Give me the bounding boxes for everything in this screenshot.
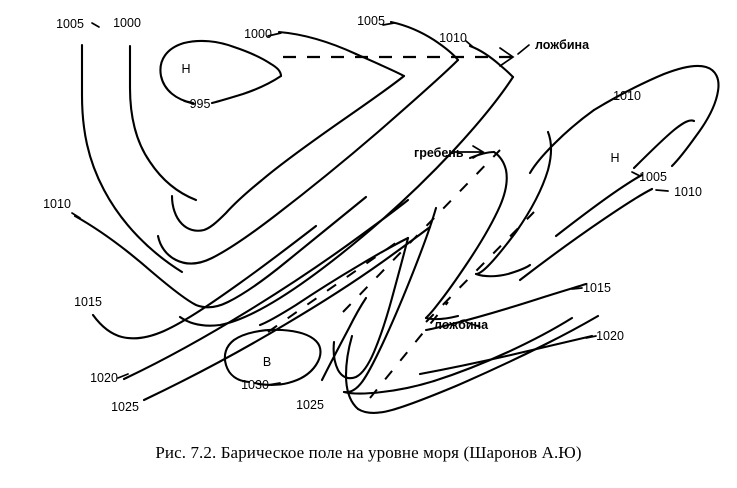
leader-1000-top-trough bbox=[267, 32, 282, 37]
label-1005-top-left: 1005 bbox=[56, 17, 84, 31]
ridge-axis-dashed-right bbox=[425, 211, 535, 323]
label-1010-trough: 1010 bbox=[439, 31, 467, 45]
leader-1010-right-low bbox=[655, 189, 669, 192]
isobar-bottom-deep-u-base bbox=[356, 314, 600, 414]
label-1025-left: 1025 bbox=[111, 400, 139, 414]
pressure-center-high: В bbox=[263, 355, 271, 369]
leader-greben-arrow bbox=[472, 145, 485, 159]
leader-1005-top-right bbox=[382, 22, 395, 26]
leader-lozhbina-top bbox=[517, 44, 530, 55]
label-1010-right-nose: 1010 bbox=[613, 89, 641, 103]
label-1020-right: 1020 bbox=[596, 329, 624, 343]
isobar-1005-left bbox=[80, 43, 184, 274]
isobar-1000-trough bbox=[277, 30, 406, 78]
isobar-1005-trough-lower bbox=[156, 58, 460, 265]
isobar-ridge-outer-base bbox=[474, 263, 532, 278]
label-1020-left: 1020 bbox=[90, 371, 118, 385]
isobar-1020-right-lower bbox=[418, 334, 594, 376]
label-1010-right-low: 1010 bbox=[674, 185, 702, 199]
isobar-1010-left-sweep bbox=[73, 195, 368, 309]
isobar-1010-right-nose bbox=[592, 64, 720, 168]
isobar-1000-trough-lower bbox=[170, 74, 406, 232]
isobar-1005-right-inner bbox=[632, 119, 696, 170]
label-1015-left: 1015 bbox=[74, 295, 102, 309]
isobar-central-lower-loop-base bbox=[342, 379, 436, 395]
isobar-1005-right-lower bbox=[554, 173, 644, 238]
leader-1005-top-left bbox=[91, 22, 100, 28]
leader-995 bbox=[183, 100, 195, 105]
leader-1020-right bbox=[585, 335, 597, 339]
label-1000-top-left: 1000 bbox=[113, 16, 141, 30]
leader-1015-right bbox=[571, 287, 583, 290]
leader-1030 bbox=[267, 382, 281, 386]
pressure-center-low-left: Н bbox=[181, 62, 190, 76]
isobar-bottom-deep-u-left bbox=[344, 334, 360, 411]
label-1010-left: 1010 bbox=[43, 197, 71, 211]
isobar-1005-trough bbox=[389, 20, 460, 62]
pressure-center-low-right: Н bbox=[610, 151, 619, 165]
trough-axis-arrowhead bbox=[499, 47, 515, 67]
label-1015-right: 1015 bbox=[583, 281, 611, 295]
isobar-contour-map: 1005 1000 1000 1005 1010 995 1010 1005 1… bbox=[43, 14, 720, 414]
label-995: 995 bbox=[190, 97, 211, 111]
isobar-1020-left-diagonal bbox=[122, 198, 410, 381]
isobar-1000-left bbox=[128, 44, 198, 202]
isobar-central-lower-loop bbox=[342, 206, 438, 394]
label-1025-center: 1025 bbox=[296, 398, 324, 412]
label-1005-right: 1005 bbox=[639, 170, 667, 184]
isobar-995-tail bbox=[210, 74, 283, 105]
isobar-1010-right-lower bbox=[518, 187, 654, 282]
isobar-1015-left-hook bbox=[91, 224, 318, 340]
leader-1010-right-nose bbox=[603, 98, 614, 105]
label-1005-trough: 1005 bbox=[357, 14, 385, 28]
isobar-1015-right-lower bbox=[446, 282, 588, 327]
label-1000-trough: 1000 bbox=[244, 27, 272, 41]
isobar-ridge-outer bbox=[474, 130, 553, 276]
leader-1020-left bbox=[117, 373, 129, 379]
isobar-lower-u-right-sweep bbox=[432, 316, 574, 383]
isobar-1010-trough-lower bbox=[178, 75, 515, 327]
trough-axis-dashed-lower bbox=[369, 301, 449, 399]
isobar-central-ridge-left-limb bbox=[258, 236, 410, 327]
trough-axis-dashed-secondary bbox=[267, 239, 401, 333]
leader-1010-top-right bbox=[465, 40, 474, 48]
leader-1005-right bbox=[631, 171, 641, 177]
isobar-ridge-crest bbox=[424, 150, 508, 320]
leader-1010-left bbox=[71, 212, 81, 219]
isobar-central-ridge-apex bbox=[332, 236, 410, 380]
isobar-1025-center-diagonal bbox=[320, 296, 368, 382]
isobar-1010-right-nose-lower bbox=[528, 108, 596, 175]
feature-label-ridge: гребень bbox=[414, 146, 464, 160]
figure-caption: Рис. 7.2. Барическое поле на уровне моря… bbox=[155, 443, 582, 462]
leader-lozhbina-bottom bbox=[465, 321, 481, 328]
isobar-ridge-crest-left bbox=[468, 150, 496, 160]
feature-label-trough-top: ложбина bbox=[535, 38, 590, 52]
isobar-995-closed bbox=[159, 39, 283, 105]
isobar-1015-right-lower-ext bbox=[424, 323, 450, 332]
label-1030: 1030 bbox=[241, 378, 269, 392]
feature-label-trough-bottom: ложбина bbox=[434, 318, 489, 332]
isobar-1030-high-cell bbox=[223, 328, 322, 386]
